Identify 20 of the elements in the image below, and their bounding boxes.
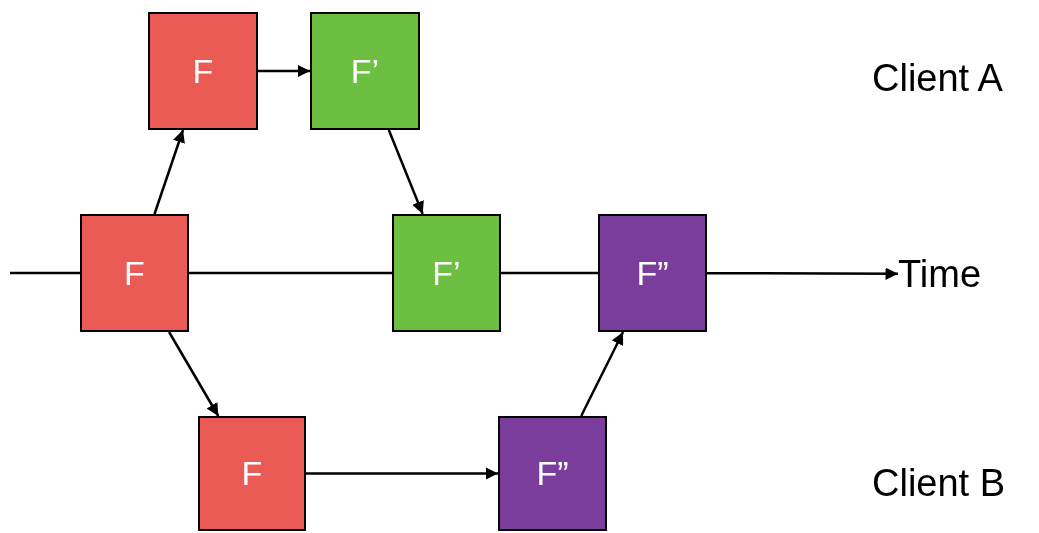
frame-box: F (80, 214, 189, 332)
arrow (306, 467, 498, 480)
line (189, 271, 392, 275)
frame-box: F (148, 12, 258, 130)
frame-box: F’ (310, 12, 420, 130)
line (501, 271, 598, 275)
arrow (153, 129, 185, 215)
arrow (707, 267, 898, 280)
frame-box: F” (598, 214, 707, 332)
arrow (387, 129, 424, 215)
arrow (168, 331, 220, 417)
axis-label: Time (898, 252, 1010, 296)
frame-box: F” (498, 416, 607, 531)
arrow (580, 331, 625, 417)
frame-box: F’ (392, 214, 501, 332)
frame-box: F (198, 416, 306, 531)
client-label: Client A (872, 56, 1003, 101)
client-label: Client B (872, 461, 1006, 506)
arrow (258, 64, 310, 78)
line (10, 271, 80, 275)
